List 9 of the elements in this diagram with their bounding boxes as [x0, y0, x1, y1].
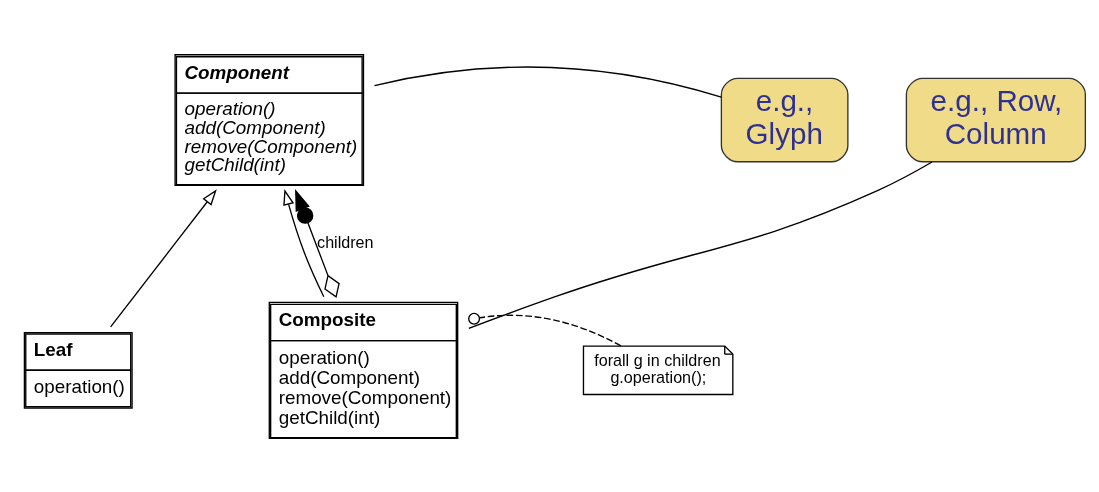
- arrow: [109, 188, 217, 328]
- edge-label: children: [317, 232, 374, 251]
- connector: [468, 312, 622, 347]
- arrow: [283, 188, 325, 297]
- connector: [373, 65, 723, 98]
- node-box: e.g., Glyph: [720, 77, 849, 162]
- connector: [468, 160, 933, 329]
- arrow: [295, 188, 340, 298]
- node-box: e.g., Row, Column: [905, 77, 1087, 162]
